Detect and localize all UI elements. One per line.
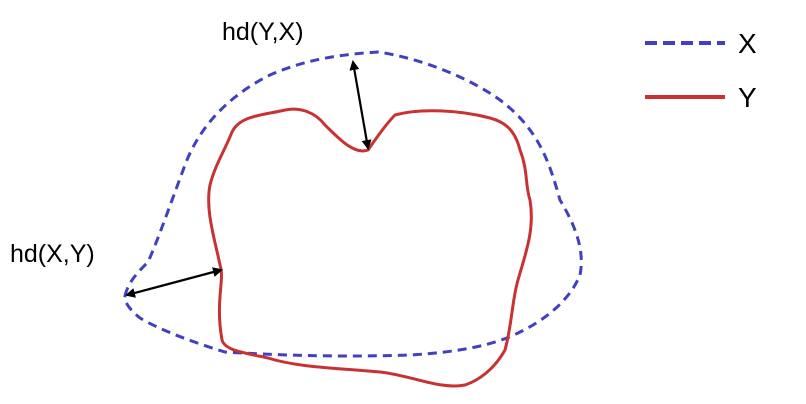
- arrow-hd-xy: [125, 267, 223, 298]
- legend-label-y: Y: [738, 82, 757, 113]
- legend: X Y: [645, 28, 757, 113]
- label-hd-xy: hd(X,Y): [10, 240, 95, 268]
- arrow-hd-yx: [349, 60, 372, 150]
- label-hd-yx: hd(Y,X): [222, 18, 304, 46]
- curve-y: [207, 107, 533, 388]
- legend-label-x: X: [738, 28, 757, 59]
